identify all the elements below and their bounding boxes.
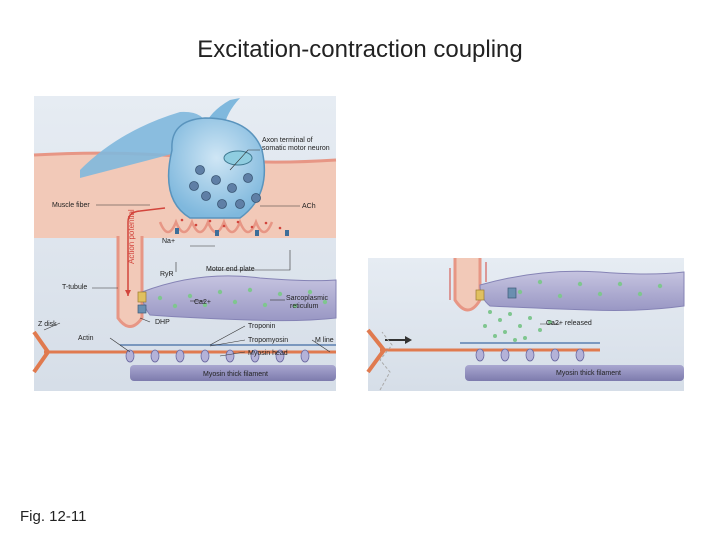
axon-terminal-label-1: Axon terminal of <box>262 137 313 144</box>
leader-lines-left <box>43 149 331 357</box>
tropomyosin-label: Tropomyosin <box>248 337 288 344</box>
released-calcium-dots <box>483 310 552 342</box>
troponin-label: Troponin <box>248 323 275 330</box>
dhp-label: DHP <box>155 319 170 326</box>
t-tubule-right <box>453 258 482 312</box>
myosin-head-label: Myosin head <box>248 350 288 357</box>
myosin-thick-filament-left-label: Myosin thick filament <box>203 371 268 378</box>
myosin-heads <box>125 349 310 363</box>
right-panel: Ca2+ released Myosin thick filament <box>366 258 685 391</box>
na-label: Na+ <box>162 238 175 245</box>
ca-released-label: Ca2+ released <box>546 320 592 327</box>
axon-terminal-label-2: somatic motor neuron <box>262 145 330 152</box>
muscle-fiber-label: Muscle fiber <box>52 202 90 209</box>
sr-label-1: Sarcoplasmic <box>286 295 329 302</box>
t-tubule-label: T-tubule <box>62 284 87 291</box>
sarcoplasmic-reticulum-right <box>479 270 685 311</box>
myosin-heads-right <box>475 348 585 362</box>
myosin-thick-filament-left <box>130 365 336 381</box>
action-potential-marks-right <box>449 262 487 300</box>
ach-dots <box>180 218 282 230</box>
channel-right <box>507 287 517 299</box>
ach-label: ACh <box>302 203 316 210</box>
myosin-thick-filament-right <box>465 365 684 381</box>
action-potential-arrow <box>127 207 166 296</box>
sr-label-2: reticulum <box>290 303 319 310</box>
myosin-thick-filament-right-label: Myosin thick filament <box>556 370 621 377</box>
synaptic-vesicles <box>189 165 261 209</box>
ryr-receptor <box>137 291 147 303</box>
action-potential-arrowhead <box>125 290 131 296</box>
ach-receptors <box>175 228 289 236</box>
t-tubule <box>116 236 144 328</box>
sr-calcium-dots-right <box>517 279 663 299</box>
ca-label-left: Ca2+ <box>194 299 211 306</box>
diagram-title: Excitation-contraction coupling <box>197 36 523 63</box>
mitochondrion <box>223 150 253 166</box>
motor-end-plate-label: Motor end plate <box>206 266 255 273</box>
z-disk-label: Z disk <box>38 321 57 328</box>
m-line-label: M line <box>315 337 334 344</box>
left-panel: Action potential <box>32 96 337 391</box>
sr-calcium-dots <box>157 287 328 309</box>
axon-terminal <box>167 117 266 219</box>
axon-branch <box>80 111 208 178</box>
sarcoplasmic-reticulum <box>141 275 337 322</box>
action-potential-label: Action potential <box>127 209 136 264</box>
ryr-receptor-right <box>475 289 485 301</box>
dashed-zigzag <box>379 331 393 391</box>
sliding-arrowhead <box>405 336 412 344</box>
figure-caption: Fig. 12-11 <box>20 508 87 525</box>
actin-label: Actin <box>78 335 94 342</box>
dhp-receptor <box>137 304 147 314</box>
ryr-label: RyR <box>160 271 174 278</box>
